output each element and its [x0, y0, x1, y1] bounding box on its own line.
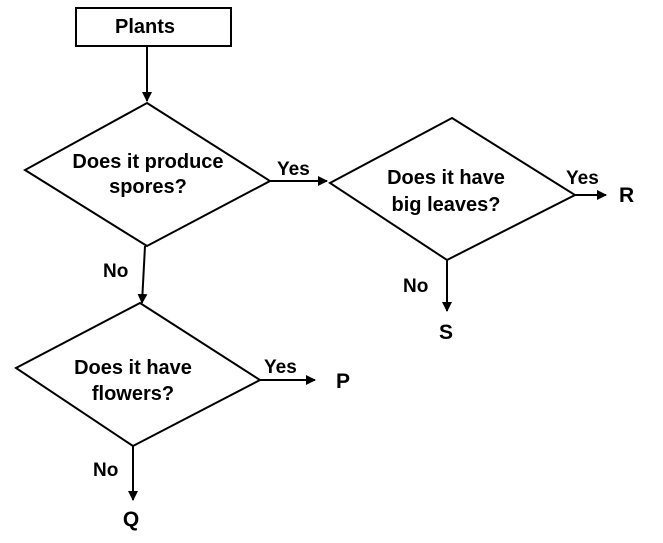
connector-spores-no	[137, 245, 148, 304]
decision-spores-line2: spores?	[109, 176, 187, 198]
label-big-leaves-yes: Yes	[566, 168, 599, 189]
outcome-s: S	[439, 321, 453, 344]
decision-spores-diamond	[23, 101, 272, 248]
decision-flowers-line2: flowers?	[92, 383, 174, 405]
outcome-r: R	[619, 184, 634, 207]
label-flowers-yes: Yes	[264, 357, 297, 378]
outcome-p: P	[336, 370, 350, 393]
outcome-q: Q	[123, 508, 139, 531]
decision-spores-line1: Does it produce	[72, 151, 223, 173]
decision-big-leaves-line1: Does it have	[387, 167, 505, 189]
label-spores-yes: Yes	[277, 159, 310, 180]
label-flowers-no: No	[93, 460, 118, 481]
label-spores-no: No	[103, 261, 128, 282]
decision-flowers-line1: Does it have	[74, 357, 192, 379]
root-box	[75, 7, 232, 47]
decision-big-leaves-line2: big leaves?	[392, 194, 501, 216]
label-big-leaves-no: No	[403, 276, 428, 297]
root-label: Plants	[115, 16, 175, 38]
decision-big-leaves-diamond	[328, 116, 578, 262]
